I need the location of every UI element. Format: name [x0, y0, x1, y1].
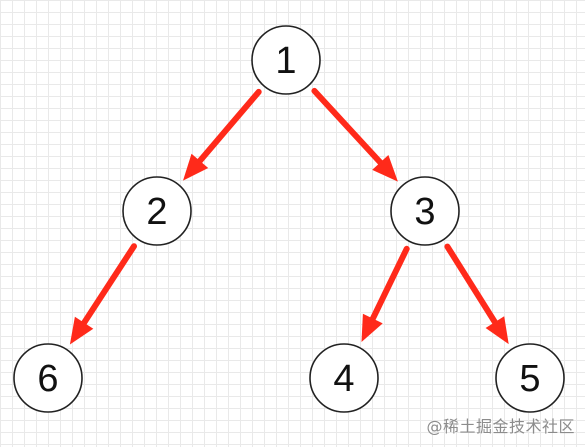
edge-line	[194, 88, 262, 167]
node-label: 1	[275, 40, 296, 82]
tree-node-3: 3	[390, 176, 460, 246]
tree-node-1: 1	[251, 25, 321, 95]
node-label: 2	[146, 191, 167, 233]
node-circle	[309, 343, 379, 413]
node-label: 4	[333, 358, 354, 400]
arrowhead	[183, 153, 209, 181]
edge-1-3	[311, 87, 398, 182]
arrowhead	[361, 313, 383, 342]
arrowhead	[485, 316, 509, 345]
edge-3-4	[361, 245, 410, 342]
node-circle	[251, 25, 321, 95]
edge-3-5	[444, 243, 509, 345]
edges-layer	[69, 87, 509, 345]
node-circle	[122, 176, 192, 246]
edge-line	[311, 87, 386, 169]
watermark-text: @稀土掘金技术社区	[426, 417, 575, 436]
edge-1-2	[183, 88, 262, 181]
tree-node-4: 4	[309, 343, 379, 413]
tree-node-6: 6	[13, 343, 83, 413]
node-label: 3	[414, 191, 435, 233]
arrowhead	[372, 155, 398, 182]
node-label: 6	[37, 358, 58, 400]
edge-line	[444, 243, 500, 329]
node-label: 5	[519, 358, 540, 400]
node-circle	[390, 176, 460, 246]
edge-2-6	[69, 243, 137, 345]
edge-line	[368, 245, 410, 326]
arrowhead	[69, 316, 94, 345]
node-circle	[495, 343, 565, 413]
node-circle	[13, 343, 83, 413]
nodes-layer: 1 2 3 6 4 5	[13, 25, 565, 413]
tree-node-2: 2	[122, 176, 192, 246]
tree-node-5: 5	[495, 343, 565, 413]
edge-line	[78, 243, 137, 330]
